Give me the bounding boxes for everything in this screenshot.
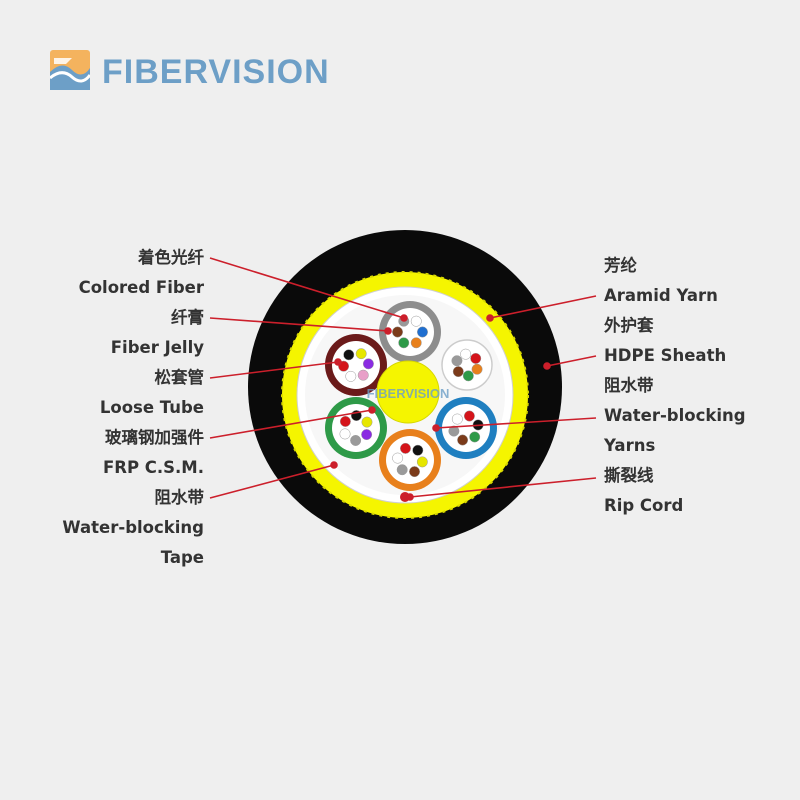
- leader-line: [209, 464, 335, 499]
- colored-fiber: [361, 416, 373, 428]
- leader-line: [489, 295, 597, 319]
- leader-line: [209, 409, 373, 439]
- colored-fiber: [392, 326, 403, 338]
- colored-fiber: [410, 315, 422, 327]
- colored-fiber: [362, 358, 374, 370]
- colored-fiber: [396, 464, 408, 476]
- label-colored-fiber-zh: 着色光纤: [138, 248, 204, 267]
- label-sheath-en: HDPE Sheath: [604, 346, 727, 365]
- leader-dot: [330, 461, 338, 469]
- leader-dot: [543, 362, 551, 370]
- colored-fiber: [469, 431, 481, 443]
- colored-fiber: [357, 369, 369, 381]
- label-wb-yarn-en: Water-blocking: [604, 406, 746, 425]
- leader-line: [209, 317, 389, 332]
- leader-line: [435, 417, 597, 429]
- colored-fiber: [451, 355, 463, 367]
- label-wb-yarn-en2: Yarns: [604, 436, 656, 455]
- colored-fiber: [462, 370, 474, 382]
- label-frp-zh: 玻璃钢加强件: [105, 428, 204, 447]
- colored-fiber: [460, 348, 472, 360]
- leader-line: [209, 361, 339, 379]
- colored-fiber: [448, 425, 460, 437]
- label-wb-tape-en: Water-blocking: [62, 518, 204, 537]
- label-wb-tape-en2: Tape: [160, 548, 204, 567]
- colored-fiber: [398, 337, 410, 349]
- colored-fiber: [350, 435, 362, 446]
- frp-central-member: [376, 360, 440, 424]
- colored-fiber: [345, 370, 357, 382]
- leader-line: [409, 477, 597, 498]
- label-aramid-zh: 芳纶: [604, 256, 637, 275]
- label-wb-tape-zh: 阻水带: [154, 488, 205, 507]
- leader-dot: [400, 314, 408, 322]
- fibervision-logo-icon: [50, 50, 90, 90]
- loose-tube-top: [379, 301, 441, 363]
- loose-tube-lower-left: [325, 397, 387, 459]
- colored-fiber: [339, 415, 351, 427]
- colored-fiber: [400, 442, 411, 454]
- colored-fiber: [412, 444, 424, 456]
- label-aramid-en: Aramid Yarn: [604, 286, 718, 305]
- label-colored-fiber-en: Colored Fiber: [78, 278, 204, 297]
- colored-fiber: [463, 410, 475, 422]
- colored-fiber: [339, 428, 351, 440]
- label-fiber-jelly-zh: 纤膏: [171, 308, 204, 327]
- leader-dot: [432, 424, 440, 432]
- colored-fiber: [417, 326, 428, 338]
- label-rip-cord-zh: 撕裂线: [604, 466, 654, 485]
- colored-fiber: [343, 349, 355, 361]
- colored-fiber: [361, 429, 373, 441]
- loose-tube-bottom: [379, 429, 441, 491]
- leader-dot: [406, 493, 414, 501]
- leader-dot: [334, 358, 342, 366]
- leader-dot: [486, 314, 494, 322]
- colored-fiber: [452, 366, 464, 378]
- loose-tube-upper-right: [441, 339, 493, 391]
- colored-fiber: [471, 363, 483, 375]
- colored-fiber: [416, 456, 428, 468]
- colored-fiber: [355, 348, 367, 360]
- label-loose-tube-en: Loose Tube: [99, 398, 204, 417]
- label-rip-cord-en: Rip Cord: [604, 496, 684, 515]
- leader-dot: [384, 327, 392, 335]
- brand-name: FIBERVISION: [102, 53, 330, 91]
- colored-fiber: [451, 413, 463, 425]
- leader-line: [209, 257, 405, 319]
- label-sheath-zh: 外护套: [604, 316, 654, 335]
- colored-fiber: [470, 352, 482, 364]
- leader-line: [546, 355, 597, 367]
- label-frp-en: FRP C.S.M.: [102, 458, 204, 477]
- colored-fiber: [457, 434, 469, 446]
- colored-fiber: [409, 466, 420, 478]
- label-fiber-jelly-en: Fiber Jelly: [110, 338, 204, 357]
- brand-logo: FIBERVISION: [50, 50, 370, 96]
- label-wb-yarn-zh: 阻水带: [604, 376, 654, 395]
- svg-text:FIBERVISION: FIBERVISION: [367, 386, 450, 401]
- colored-fiber: [392, 452, 404, 464]
- leader-dot: [368, 406, 376, 414]
- colored-fiber: [410, 337, 422, 349]
- label-loose-tube-zh: 松套管: [154, 368, 205, 387]
